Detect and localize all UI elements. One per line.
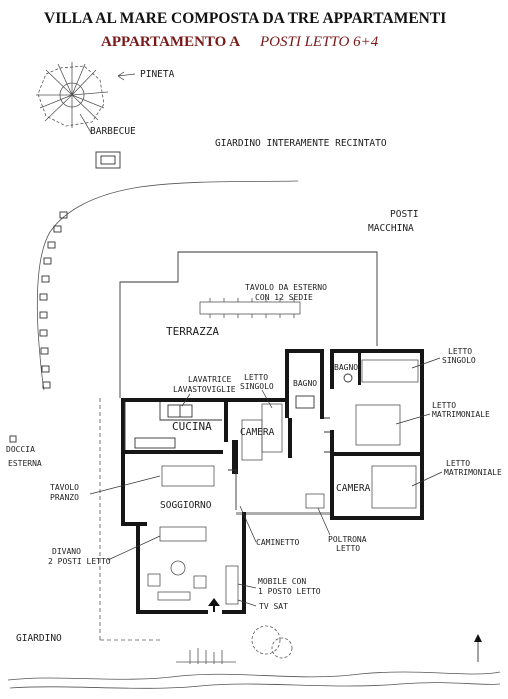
label-camera-2: CAMERA (336, 483, 371, 494)
label-poltrona-1: POLTRONA (328, 535, 367, 544)
label-macchina: MACCHINA (368, 223, 414, 234)
double-bed-upper (355, 404, 401, 446)
label-letto-singolo-a-1: LETTO (244, 373, 268, 382)
double-bed-lower (371, 465, 417, 509)
document-title: VILLA AL MARE COMPOSTA DA TRE APPARTAMEN… (44, 10, 447, 27)
label-barbecue: BARBECUE (90, 126, 136, 137)
kitchen-counter (124, 402, 222, 450)
label-giardino: GIARDINO (16, 633, 62, 644)
outdoor-table (199, 301, 301, 315)
entrance-arrow-icon (208, 598, 220, 606)
bed-count: POSTI LETTO 6+4 (260, 34, 379, 50)
sofa-bed (159, 526, 207, 542)
label-camera-1: CAMERA (240, 427, 275, 438)
shower-marker (9, 435, 17, 443)
label-terrazza: TERRAZZA (166, 325, 219, 338)
label-lavatrice: LAVATRICE (188, 375, 232, 384)
label-letto-matrimoniale-b-1: LETTO (446, 459, 470, 468)
label-doccia-2: ESTERNA (8, 459, 42, 468)
pine-tree-icon (36, 62, 109, 128)
label-pineta: PINETA (140, 69, 175, 80)
label-tavolo-pranzo-2: PRANZO (50, 493, 79, 502)
label-tv-sat: TV SAT (259, 602, 288, 611)
single-bed-right (361, 359, 419, 383)
label-mobile-1: MOBILE CON (258, 577, 306, 586)
bottom-garden-sketch (7, 625, 501, 689)
label-bagno-1: BAGNO (293, 379, 317, 388)
label-divano-1: DIVANO (52, 547, 81, 556)
label-posti: POSTI (390, 209, 419, 220)
garden-boundary (36, 180, 299, 391)
label-letto-singolo-b-1: LETTO (448, 347, 472, 356)
terrace-outline (119, 251, 378, 398)
apartment-name: APPARTAMENTO A (101, 34, 241, 50)
label-poltrona-2: LETTO (336, 544, 360, 553)
label-bagno-2: BAGNO (334, 363, 358, 372)
label-letto-singolo-a-2: SINGOLO (240, 382, 274, 391)
pineta-arrow (117, 73, 136, 77)
label-garden-fenced: GIARDINO INTERAMENTE RECINTATO (215, 138, 387, 149)
label-letto-matrimoniale-a-2: MATRIMONIALE (432, 410, 490, 419)
label-outdoor-table-1: TAVOLO DA ESTERNO (245, 283, 327, 292)
bathroom-tub (295, 395, 315, 409)
north-arrow-icon (474, 634, 482, 642)
dining-table (161, 465, 215, 487)
coffee-table (170, 560, 186, 576)
label-outdoor-table-2: CON 12 SEDIE (255, 293, 313, 302)
fireplace (228, 469, 237, 510)
armchair-bed (305, 493, 325, 509)
label-letto-matrimoniale-a-1: LETTO (432, 401, 456, 410)
label-letto-matrimoniale-b-2: MATRIMONIALE (444, 468, 502, 477)
kitchen-table (134, 437, 176, 449)
house-walls (121, 349, 424, 614)
stepping-stones (39, 211, 68, 389)
label-divano-2: 2 POSTI LETTO (48, 557, 111, 566)
label-caminetto: CAMINETTO (256, 538, 300, 547)
label-cucina: CUCINA (172, 420, 212, 433)
single-bed-camera-2 (241, 419, 263, 461)
label-lavastoviglie: LAVASTOVIGLIE (173, 385, 236, 394)
label-mobile-2: 1 POSTO LETTO (258, 587, 321, 596)
barbecue-icon (79, 113, 121, 169)
label-soggiorno: SOGGIORNO (160, 500, 212, 511)
label-doccia-1: DOCCIA (6, 445, 35, 454)
label-letto-singolo-b-2: SINGOLO (442, 356, 476, 365)
label-tavolo-pranzo-1: TAVOLO (50, 483, 79, 492)
cabinet-bed (225, 565, 239, 605)
